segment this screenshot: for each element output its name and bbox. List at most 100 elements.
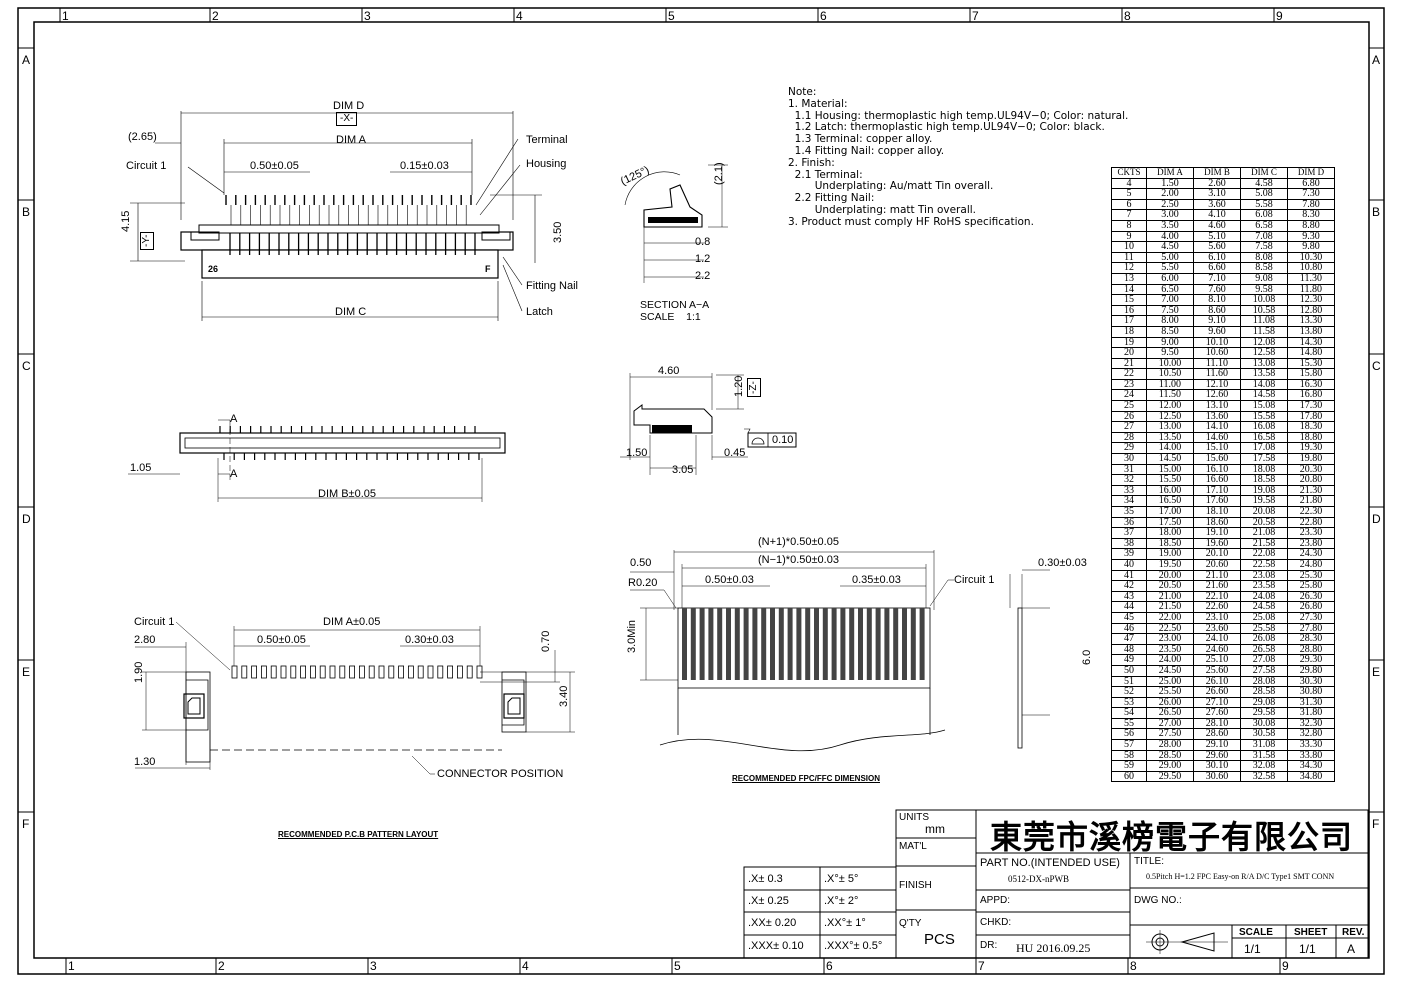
zone-number-top: 5 (668, 9, 675, 23)
part-no-value: 0512-DX-nPWB (1008, 874, 1069, 884)
notes-block: Note:1. Material: 1.1 Housing: thermopla… (788, 86, 1129, 229)
front-width: 0.15±0.03 (400, 160, 449, 172)
sheet-label: SHEET (1294, 927, 1328, 938)
table-cell: 13.80 (1287, 325, 1335, 338)
tolerance-value: .X°± 5° (824, 873, 859, 885)
table-cell: 18.30 (1287, 421, 1335, 433)
tolerance-value: .X°± 2° (824, 895, 859, 907)
circuit1-label: Circuit 1 (126, 160, 167, 172)
projection-symbol-icon (1146, 930, 1228, 954)
scale-label: SCALE (1239, 927, 1273, 938)
dim-d-label: DIM D (333, 100, 365, 112)
side-flat: 0.10 (772, 434, 794, 446)
table-cell: 10.80 (1287, 262, 1335, 274)
qty-label: Q'TY (899, 918, 922, 929)
table-cell: 20.30 (1287, 463, 1335, 476)
matl-label: MAT'L (899, 841, 927, 852)
section-22: 2.2 (695, 270, 711, 282)
table-cell: 12.80 (1287, 304, 1335, 317)
table-cell: 21.30 (1287, 484, 1335, 497)
table-cell: 16.80 (1287, 389, 1335, 402)
latch-label: Latch (526, 306, 553, 318)
bottom-view-drawing (128, 419, 506, 502)
zone-number-bottom: 4 (522, 959, 529, 973)
bottom-105: 1.05 (130, 462, 152, 474)
note-line: 1.1 Housing: thermoplastic high temp.UL9… (788, 109, 1129, 122)
note-line: Underplating: Au/matt Tin overall. (788, 180, 994, 193)
section-title: SECTION A−A (640, 299, 710, 311)
table-cell: 11.30 (1287, 272, 1335, 285)
table-cell: 17.30 (1287, 400, 1335, 412)
zone-letter: C (22, 359, 31, 373)
fpc-circuit1: Circuit 1 (954, 574, 995, 586)
note-line: Underplating: matt Tin overall. (788, 203, 976, 216)
pcb-pitch: 0.50±0.05 (257, 634, 306, 646)
tolerance-value: .X± 0.25 (748, 895, 789, 907)
pcb-130: 1.30 (134, 756, 156, 768)
side-460: 4.60 (658, 365, 680, 377)
section-view-drawing (624, 164, 728, 283)
fitting-nail-label: Fitting Nail (526, 280, 578, 292)
part-no-label: PART NO.(INTENDED USE) (980, 857, 1120, 869)
zone-number-bottom: 3 (370, 959, 377, 973)
tolerance-value: .X± 0.3 (748, 873, 783, 885)
fpc-width: 0.35±0.03 (852, 574, 901, 586)
table-cell: 15.30 (1287, 357, 1335, 370)
zone-number-top: 7 (972, 9, 979, 23)
note-line: Note: (788, 86, 817, 98)
note-line: 2. Finish: (788, 156, 835, 169)
fpc-n1plus: (N+1)*0.50±0.05 (758, 536, 839, 548)
side-view-drawing (620, 373, 797, 475)
zone-number-top: 9 (1276, 9, 1283, 23)
tolerance-value: .XX± 0.20 (748, 917, 797, 929)
table-cell: 19.30 (1287, 442, 1335, 455)
datum-x: -X- (336, 112, 358, 126)
zone-letter: D (1372, 512, 1381, 526)
offset-dim: (2.65) (128, 131, 157, 143)
table-cell: 18.80 (1287, 431, 1335, 444)
table-cell: 16.30 (1287, 378, 1335, 391)
zone-letter: E (1372, 665, 1381, 679)
zone-letter: B (1372, 205, 1381, 219)
title-label: TITLE: (1134, 856, 1165, 867)
zone-letter: A (1372, 53, 1381, 67)
note-line: 1.2 Latch: thermoplastic high temp.UL94V… (788, 121, 1105, 134)
front-pitch: 0.50±0.05 (250, 160, 299, 172)
dr-value: HU 2016.09.25 (1016, 941, 1091, 955)
table-cell: 17.80 (1287, 410, 1335, 423)
table-cell: 11.80 (1287, 283, 1335, 296)
table-cell: 10.30 (1287, 251, 1335, 264)
sheet-value: 1/1 (1299, 942, 1316, 956)
dim-a-label: DIM A (336, 134, 366, 146)
zone-letter: C (1372, 359, 1381, 373)
chkd-label: CHKD: (980, 917, 1012, 928)
section-scale: SCALE 1:1 (640, 311, 701, 323)
company-name: 東莞市溪榜電子有限公司 (990, 818, 1354, 856)
zone-number-bottom: 7 (978, 959, 985, 973)
side-305: 3.05 (672, 464, 694, 476)
connector-position-label: CONNECTOR POSITION (437, 768, 564, 780)
note-line: 1.4 Fitting Nail: copper alloy. (788, 144, 945, 157)
fpc-n1minus: (N−1)*0.50±0.03 (758, 554, 839, 566)
